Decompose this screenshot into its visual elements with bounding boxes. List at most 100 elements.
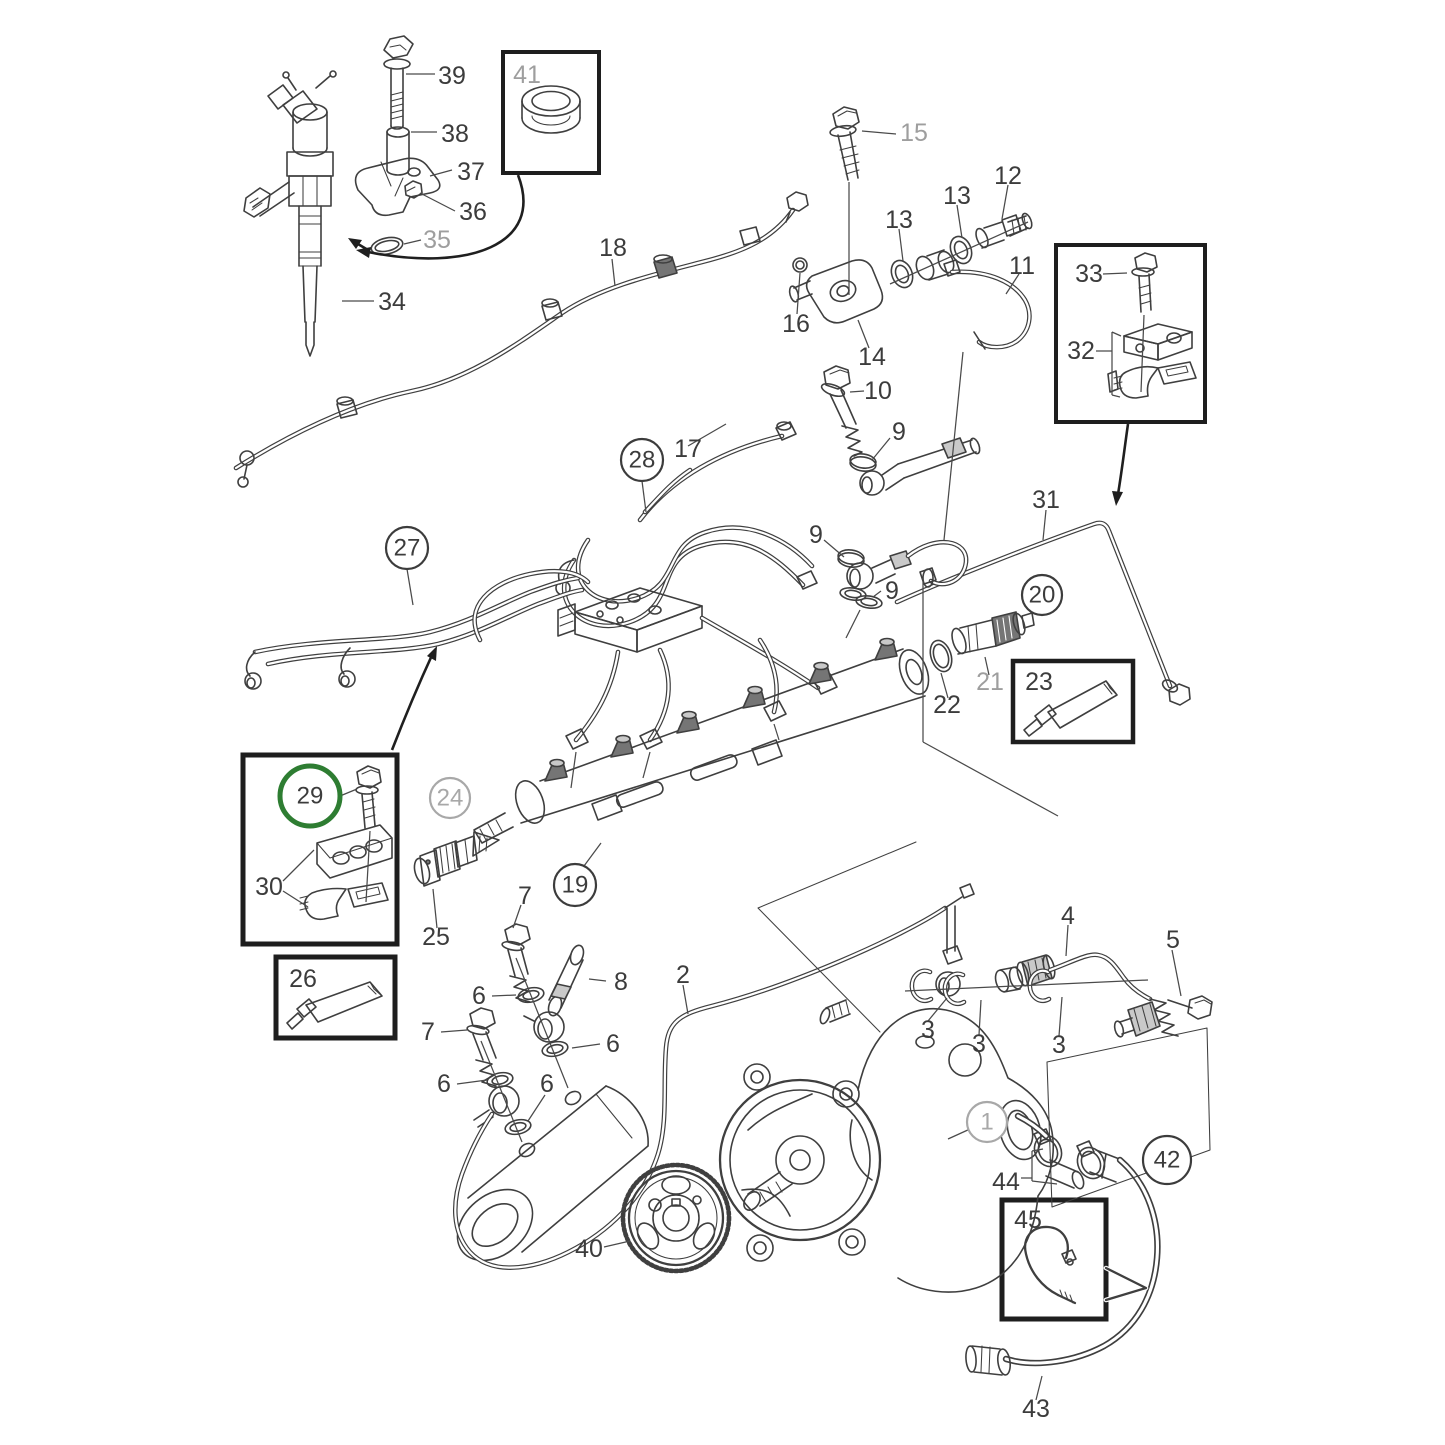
injector-pipes-27 — [244, 568, 838, 750]
part-label-21-24: 21 — [976, 668, 1004, 696]
leader-line-26 — [339, 788, 358, 797]
rail-injector-ports — [544, 637, 898, 782]
part-label-26-28: 26 — [289, 965, 317, 993]
part-label-23-25: 23 — [1025, 668, 1053, 696]
inset-box-23 — [1010, 658, 1136, 745]
part-label-39-0: 39 — [438, 62, 466, 90]
leader-line-41 — [1035, 1375, 1043, 1401]
leader-line-34 — [682, 984, 689, 1015]
circled-label-19: 19 — [562, 872, 589, 899]
circled-label-ring-19 — [552, 862, 598, 908]
part-label-15-8: 15 — [900, 119, 928, 147]
pressure-valve-21 — [951, 611, 1035, 655]
circled-label-ring-24 — [428, 776, 472, 820]
banjo-bolt-5 — [1113, 995, 1213, 1038]
leader-line-61 — [773, 723, 780, 741]
part-label-3-40: 3 — [972, 1030, 986, 1058]
leader-line-36 — [1171, 949, 1182, 997]
leader-line-25 — [282, 890, 309, 908]
leader-line-66 — [1140, 314, 1145, 393]
part-label-10-15: 10 — [864, 377, 892, 405]
part-label-32-22: 32 — [1067, 337, 1095, 365]
leader-line-32 — [456, 1079, 488, 1085]
union-8 — [547, 944, 585, 1017]
leader-line-59 — [642, 751, 651, 779]
circled-label-ring-27 — [384, 525, 430, 571]
leader-lines-layer — [282, 73, 1182, 1401]
part-label-34-5: 34 — [378, 288, 406, 316]
leader-line-16 — [687, 423, 727, 447]
leader-line-29 — [588, 978, 607, 982]
leader-line-42 — [641, 480, 647, 513]
part-label-9-16: 9 — [892, 418, 906, 446]
part-label-16-12: 16 — [782, 310, 810, 338]
pressure-sensor-25 — [413, 831, 500, 887]
bolt-15 — [829, 106, 860, 181]
drive-gear-40 — [620, 1162, 732, 1274]
part-label-36-3: 36 — [459, 198, 487, 226]
part-label-35-4: 35 — [423, 226, 451, 254]
leader-line-40 — [603, 1240, 631, 1248]
leader-line-52 — [1031, 1148, 1044, 1152]
arrow-0 — [367, 174, 525, 260]
leader-line-23 — [432, 888, 438, 929]
pipe-4 — [1047, 952, 1153, 1002]
part-label-43-45: 43 — [1022, 1395, 1050, 1423]
arrow-head-1 — [348, 238, 362, 249]
part-label-9-18: 9 — [809, 521, 823, 549]
leader-line-45 — [947, 1128, 971, 1140]
sealant-tube-26 — [286, 981, 383, 1030]
leader-line-18 — [872, 590, 882, 598]
part-label-45-43: 45 — [1014, 1206, 1042, 1234]
leader-line-6 — [611, 258, 616, 287]
part-label-2-36: 2 — [676, 961, 690, 989]
fitting-12 — [975, 212, 1033, 249]
inset-boxes-layer — [240, 50, 1207, 1322]
part-label-40-44: 40 — [575, 1235, 603, 1263]
leader-line-37 — [927, 997, 948, 1022]
clamp-bracket-32 — [1107, 323, 1197, 399]
leader-line-8 — [898, 228, 904, 262]
leader-line-31 — [440, 1029, 468, 1033]
part-label-7-29: 7 — [518, 882, 532, 910]
fuel-injector-34 — [243, 70, 337, 357]
seal-ring-16 — [792, 257, 808, 273]
leader-line-60 — [570, 751, 577, 789]
part-label-6-34: 6 — [437, 1070, 451, 1098]
arrow-head-2 — [1112, 491, 1123, 506]
line-art-layer: ✂ — [233, 35, 1213, 1376]
circled-label-42: 42 — [1154, 1147, 1181, 1174]
arrow-head-3 — [427, 646, 437, 661]
leader-line-24 — [282, 849, 315, 882]
part-label-44-42: 44 — [992, 1168, 1020, 1196]
washer-6d — [504, 1118, 532, 1136]
leader-line-62 — [889, 221, 1029, 285]
bolt-39 — [383, 35, 414, 130]
part-label-5-38: 5 — [1166, 926, 1180, 954]
leader-line-57 — [922, 741, 1059, 817]
banjo-bolt-7a — [501, 923, 531, 1003]
fuel-rail-19 — [473, 637, 930, 844]
leader-line-14 — [849, 390, 865, 393]
leader-line-11 — [796, 272, 801, 315]
circled-label-24: 24 — [437, 785, 464, 812]
arrow-1 — [357, 242, 369, 252]
part-label-30-27: 30 — [255, 873, 283, 901]
washer-ball-9a — [849, 437, 981, 496]
leader-line-28 — [491, 994, 517, 997]
washers-3-row — [909, 954, 1056, 1007]
leader-line-53 — [1031, 1180, 1058, 1185]
leader-line-67 — [365, 830, 371, 903]
box-45-pointer — [1103, 1265, 1149, 1303]
part-label-14-13: 14 — [858, 343, 886, 371]
leader-line-20 — [1102, 272, 1128, 275]
part-label-7-33: 7 — [421, 1018, 435, 1046]
leader-line-3 — [419, 192, 456, 212]
circled-label-28: 28 — [629, 447, 656, 474]
part-label-9-19: 9 — [885, 577, 899, 605]
circled-label-ring-28 — [619, 437, 665, 483]
part-label-3-41: 3 — [1052, 1031, 1066, 1059]
fuel-valve-block — [557, 587, 703, 653]
injector-clamp-37 — [354, 157, 441, 217]
